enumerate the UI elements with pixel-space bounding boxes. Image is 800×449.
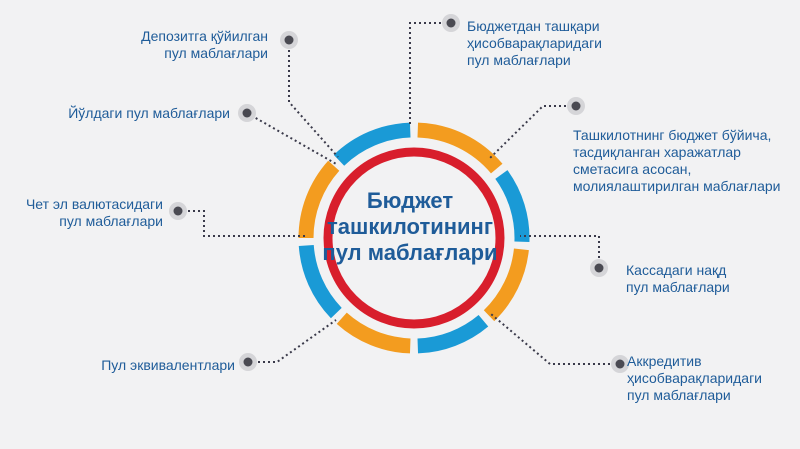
connector-lines	[178, 22, 620, 365]
bullet-dot-icon	[173, 206, 183, 216]
connector-line	[490, 313, 620, 365]
connector-line	[246, 112, 339, 166]
label-letter-of-credit: Аккредитив ҳисобварақларидаги пул маблағ…	[627, 353, 762, 403]
label-budget-estimate: Ташкилотнинг бюджет бўйича, тасдиқланган…	[573, 127, 781, 194]
connector-line	[248, 319, 337, 363]
label-cash-desk: Кассадаги нақд пул маблағлари	[626, 262, 730, 295]
label-foreign-currency: Чет эл валютасидаги пул маблағлари	[25, 196, 163, 229]
ring-segment	[298, 160, 340, 239]
label-deposits: Депозитга қўйилган пул маблағлари	[141, 28, 268, 61]
connector-line	[288, 40, 339, 158]
ring-segment	[333, 122, 411, 166]
bullets	[169, 14, 629, 373]
connector-line	[178, 210, 306, 237]
center-title: Бюджет ташкилотининг пул маблағлари	[322, 188, 498, 265]
ring-segment	[417, 314, 489, 354]
connector-line	[409, 22, 451, 126]
inner-red-ring	[323, 147, 505, 329]
bullet-dot-icon	[243, 357, 253, 367]
connector-line	[520, 235, 600, 268]
bullet-dot-icon	[615, 359, 625, 369]
ring-segment	[298, 244, 342, 319]
bullet-dot-icon	[284, 35, 294, 45]
ring-segment	[336, 312, 411, 354]
ring-segment	[417, 122, 503, 174]
bullet-dot-icon	[242, 108, 252, 118]
connector-line	[489, 105, 576, 159]
ring-segment	[483, 248, 529, 322]
bullet-dot-icon	[446, 18, 456, 28]
label-off-budget: Бюджетдан ташқари ҳисобварақларидаги пул…	[467, 18, 602, 68]
ring-segment	[495, 170, 530, 243]
bullet-dot-icon	[571, 101, 581, 111]
outer-segmented-ring	[298, 122, 530, 354]
bullet-dot-icon	[594, 263, 604, 273]
label-equivalents: Пул эквивалентлари	[101, 357, 235, 373]
label-in-transit: Йўлдаги пул маблағлари	[68, 105, 230, 121]
